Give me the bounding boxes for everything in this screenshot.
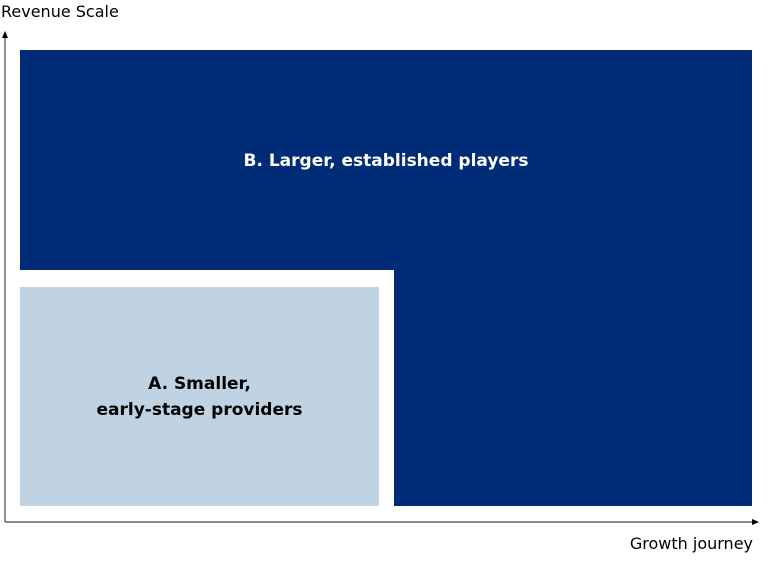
x-axis-arrow-icon [752,519,759,525]
segment-b-area [20,50,752,506]
segment-a-area [20,287,379,506]
segment-a-label: A. Smaller, early-stage providers [20,371,379,423]
segment-a-label-line2: early-stage providers [96,400,303,420]
segment-a-label-line1: A. Smaller, [148,374,251,394]
y-axis-label: Revenue Scale [1,2,119,21]
segment-b-label: B. Larger, established players [243,151,529,171]
y-axis-arrow-icon [2,31,8,38]
x-axis-label: Growth journey [629,534,753,553]
